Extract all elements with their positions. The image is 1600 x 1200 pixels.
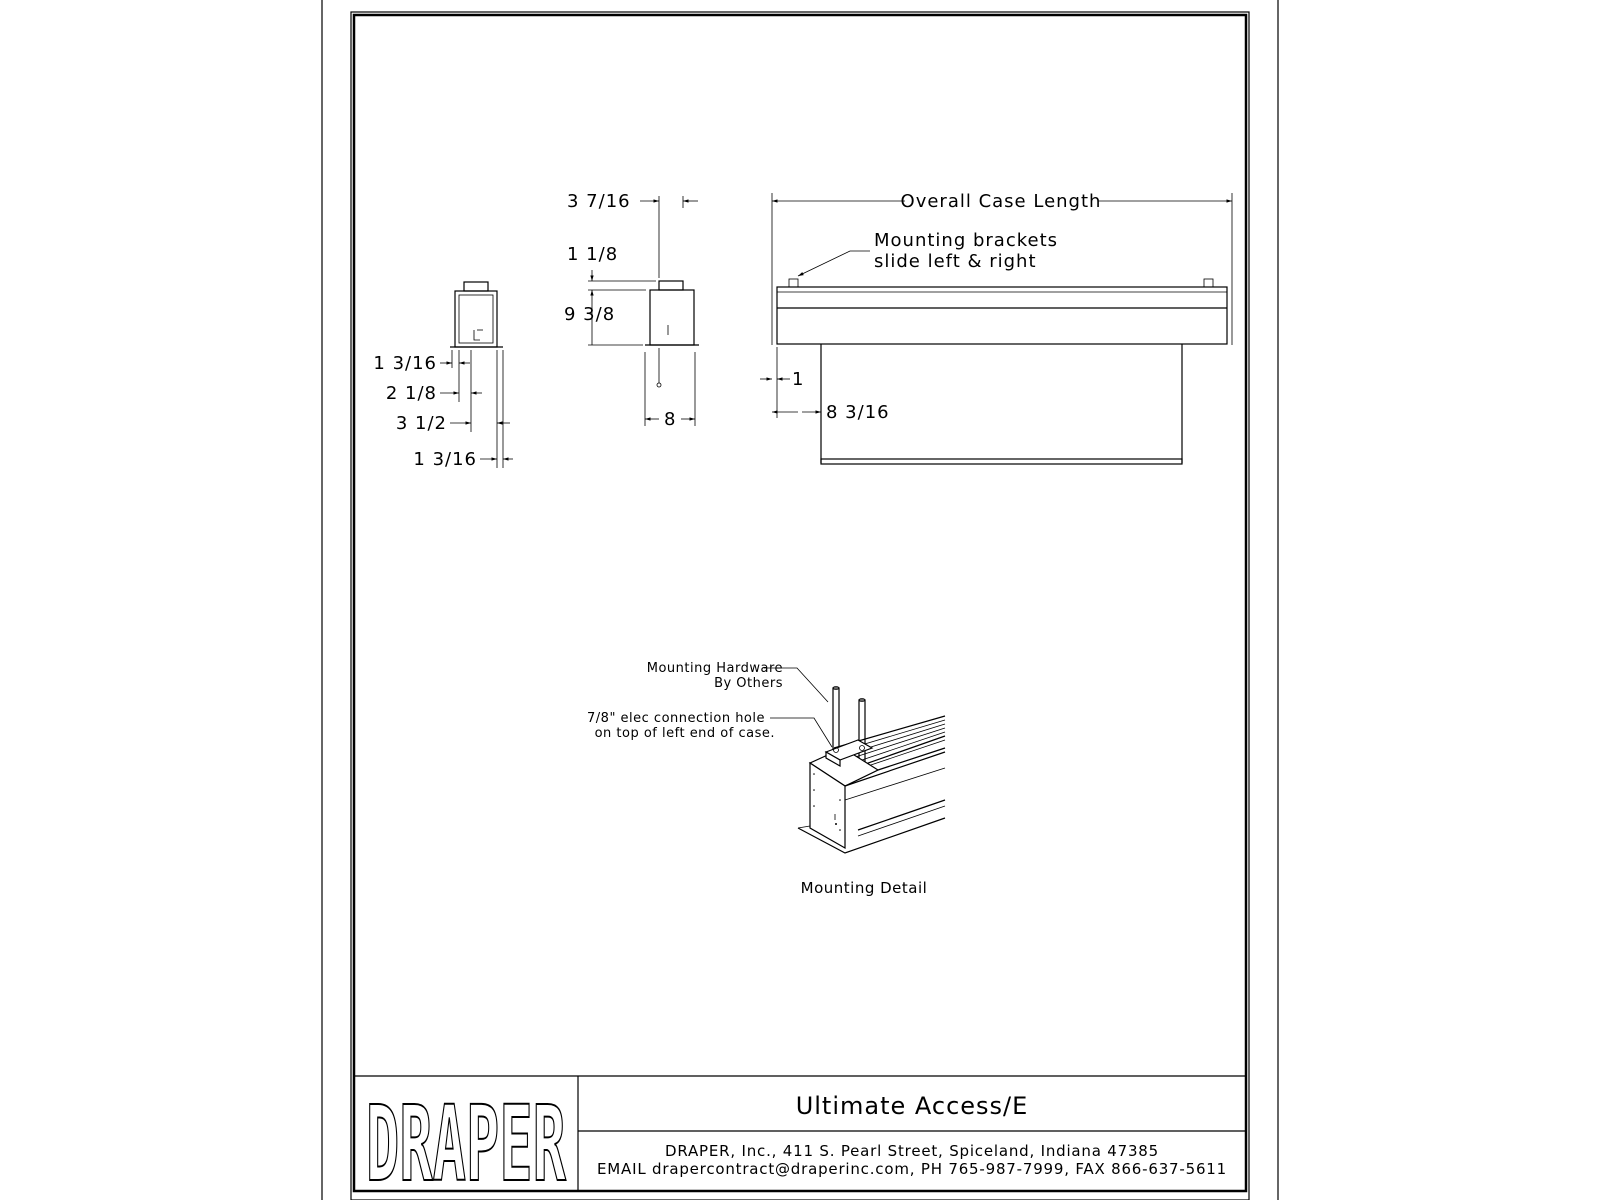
end-dim-2: 1 1/8 bbox=[567, 244, 618, 265]
front-view: Overall Case Length Mounting brackets sl… bbox=[760, 191, 1233, 465]
hardware-note-line2: By Others bbox=[714, 676, 783, 691]
mounting-detail-caption: Mounting Detail bbox=[801, 879, 928, 897]
overall-case-length-label: Overall Case Length bbox=[901, 191, 1102, 212]
hole-note-line1: 7/8" elec connection hole bbox=[587, 711, 765, 726]
title-block: DRAPER Ultimate Access/E DRAPER, Inc., 4… bbox=[354, 1075, 1246, 1200]
hardware-note-line1: Mounting Hardware bbox=[647, 661, 783, 676]
mounting-detail: Mounting Hardware By Others 7/8" elec co… bbox=[587, 661, 946, 897]
end-view: 3 7/16 1 1/8 9 3/8 8 bbox=[564, 191, 699, 430]
front-dim-large: 8 3/16 bbox=[826, 402, 890, 423]
side-dim-1: 1 3/16 bbox=[373, 353, 437, 374]
draper-logo: DRAPER bbox=[365, 1082, 567, 1200]
bracket-note-line2: slide left & right bbox=[874, 251, 1037, 272]
side-dim-3: 3 1/2 bbox=[396, 413, 447, 434]
logo-text: DRAPER bbox=[366, 1083, 566, 1200]
end-dim-1: 3 7/16 bbox=[567, 191, 631, 212]
address-line: DRAPER, Inc., 411 S. Pearl Street, Spice… bbox=[665, 1142, 1159, 1160]
side-dim-2: 2 1/8 bbox=[386, 383, 437, 404]
product-name: Ultimate Access/E bbox=[796, 1092, 1029, 1120]
end-dim-4: 8 bbox=[664, 409, 676, 430]
sheet-border bbox=[321, 0, 1279, 1200]
front-dim-small: 1 bbox=[792, 369, 804, 390]
end-dim-3: 9 3/8 bbox=[564, 304, 615, 325]
contact-line: EMAIL drapercontract@draperinc.com, PH 7… bbox=[597, 1160, 1227, 1178]
bracket-note-line1: Mounting brackets bbox=[874, 230, 1058, 251]
hole-note-line2: on top of left end of case. bbox=[595, 726, 775, 741]
side-view: 1 3/16 2 1/8 3 1/2 1 3/16 bbox=[373, 281, 513, 470]
side-dim-4: 1 3/16 bbox=[413, 449, 477, 470]
